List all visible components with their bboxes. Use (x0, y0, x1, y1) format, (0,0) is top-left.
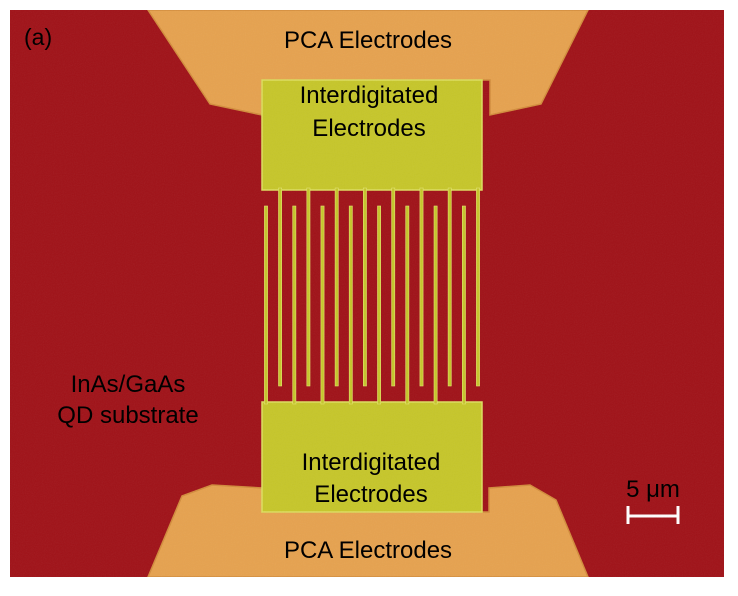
panel-label: (a) (24, 24, 53, 50)
pca-electrodes-top-label: PCA Electrodes (283, 27, 453, 54)
scale-bar-label: 5 μm (626, 476, 680, 503)
substrate-label-line2: QD substrate (57, 402, 199, 429)
image-noise-overlay (10, 10, 724, 577)
substrate-label-line1: InAs/GaAs (70, 371, 186, 398)
interdigitated-electrodes-bottom-label-line1: Interdigitated (301, 449, 441, 476)
interdigitated-electrodes-bottom-label-line2: Electrodes (314, 481, 428, 508)
interdigitated-electrodes-top-label-line2: Electrodes (312, 115, 426, 142)
pca-electrodes-bottom-label: PCA Electrodes (283, 537, 453, 564)
interdigitated-electrodes-top-label-line1: Interdigitated (299, 82, 439, 109)
image-border (0, 0, 734, 587)
